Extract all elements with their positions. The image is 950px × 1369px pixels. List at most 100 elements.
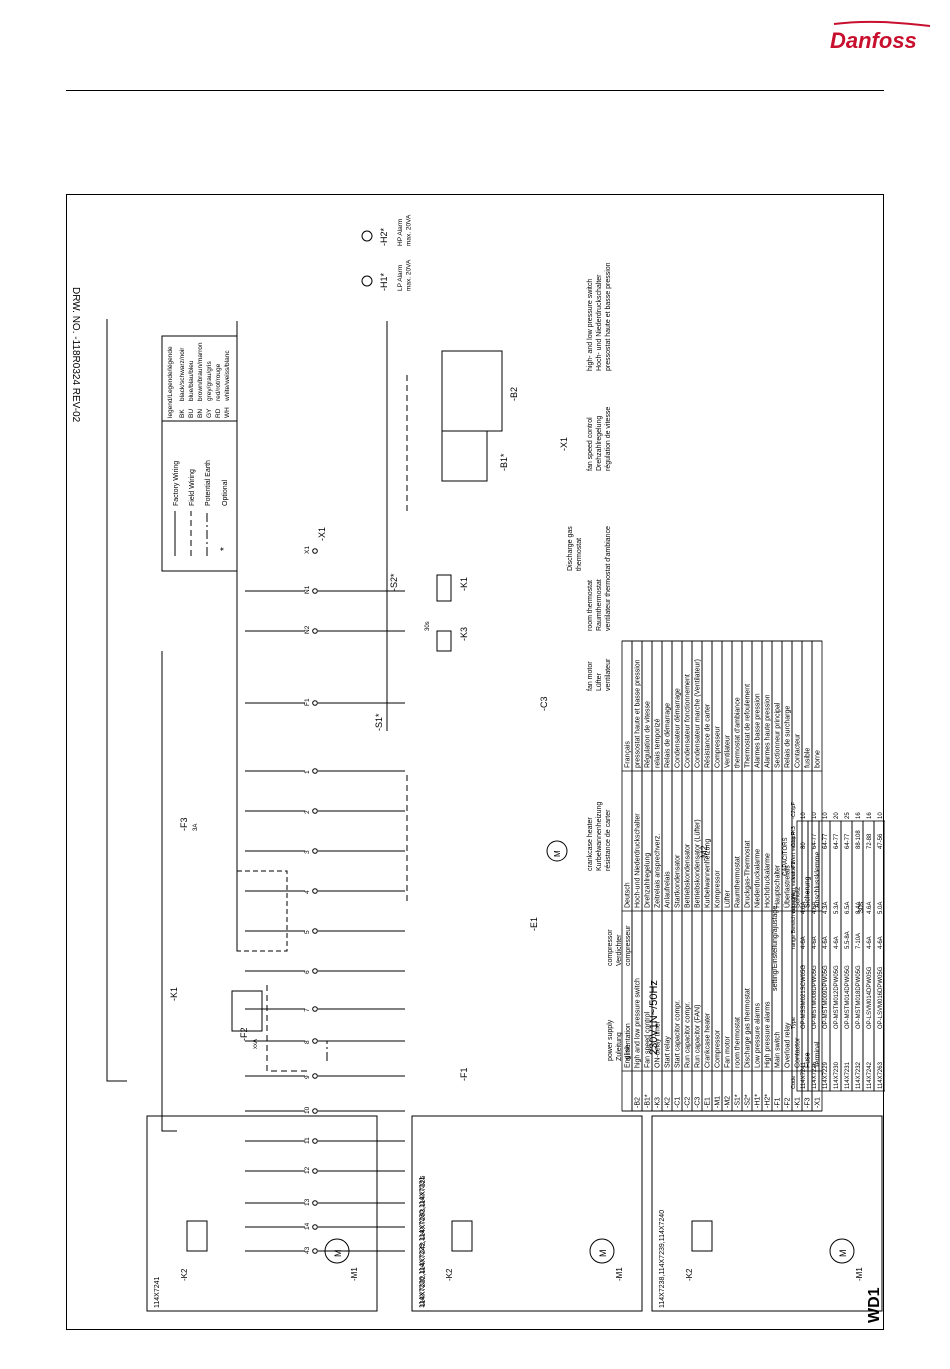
component-cell: High pressure alarms [765,1001,772,1068]
component-cell: -B2 [635,1097,642,1108]
fan-motor-label: -M2 [699,846,709,862]
terminal-label-2: 2 [304,810,311,814]
component-cell: -F1 [775,1097,782,1108]
fuse-rating: 3A [193,824,199,831]
terminal-label-7: 7 [304,1008,311,1012]
lp-alarm-lamp [361,275,373,287]
settings-row [873,820,885,1092]
component-cell: borne [815,750,822,768]
settings-cell: 47-56 [878,833,884,849]
terminal-X1-7 [312,1006,318,1012]
component-cell: high and low pressure switch [635,978,642,1068]
terminal-X1-13 [312,1200,318,1206]
fan-speed-text: régulation de vitesse [605,407,612,471]
component-cell: Zeitrelais ansprechverz. [655,834,662,908]
terminal-label-43: 43 [304,1246,311,1254]
page-code: WD1 [866,1287,883,1323]
variant-box-b [411,1115,643,1312]
pressure-switch-text: high- and low pressure switch [587,279,594,371]
component-cell: -K3 [655,1097,662,1108]
component-cell: Relais de surcharge [785,706,792,768]
component-cell: Betriebskondensator [685,843,692,908]
contactor-label: -K1 [169,987,179,1001]
settings-cell: OP-MSTM018DPW05G [856,965,862,1029]
component-cell: -X1 [815,1097,822,1108]
component-cell: Start relay [665,1036,672,1068]
crankcase-heater-label: -E1 [529,917,539,931]
settings-header: value Wert valeur -K3 [791,826,797,879]
color-description: black/schwarz/noir [179,347,186,401]
component-cell: Alarmes basse pression [755,693,762,768]
terminal-X1-2 [312,808,318,814]
terminal-label-1: 1 [304,770,311,774]
capacitors-label: CAPACITORS [783,838,789,876]
terminal-X1-4 [312,888,318,894]
compressor-text: compressor [607,929,614,966]
crankcase-text: crankcase heater [587,817,594,871]
settings-cell: 4-6A [801,936,807,949]
component-cell: Overload relay [785,1022,792,1068]
terminal-label-14: 14 [304,1222,311,1230]
component-cell: -H1* [755,1094,762,1108]
component-cell: Alarmes haute pression [765,694,772,768]
start-relay-coil-c [691,1220,713,1252]
component-cell: Drehzahlregelung [645,853,652,908]
terminal-label-12: 12 [304,1166,311,1174]
component-cell: ON-delay timer [655,1020,662,1068]
room-thermostat-text: room thermostat [587,580,594,631]
terminal-label-F1: F1 [304,698,311,706]
component-cell: Terminal [815,1041,822,1068]
crankcase-text: résistance de carter [605,809,612,871]
component-cell: Schutz [795,886,802,908]
terminal-label-4: 4 [304,890,311,894]
fan-motor-M: M [553,850,562,857]
pressure-switch-text: pressostat haute et basse pression [605,262,612,371]
settings-cell: 10 [812,812,818,819]
component-cell: Ventilateur [725,734,732,768]
terminal-X1-N1 [312,588,318,594]
settings-header: Type [791,1017,797,1029]
component-cell: Fan speed control [645,1012,652,1068]
component-cell: -B1* [645,1094,652,1108]
settings-cell: 64-77 [823,833,829,849]
color-description: red/rot/rouge [215,363,222,401]
component-cell: Start capacitor compr. [675,1000,682,1068]
settings-row [862,820,875,1092]
drawing-number: DRW. NO. -118R0324 REV-02 [70,287,81,423]
settings-cell: 114X7230 [834,1061,840,1089]
terminal-X1-9 [312,1073,318,1079]
variant-label-b: 114X7226,114X7229,114X7230,114X7231 [419,1176,426,1308]
settings-cell: OP-MSTM012DPW05G [834,965,840,1029]
component-cell: Contacteur [795,733,802,768]
settings-header: range Bereich domaine [791,892,797,949]
settings-cell: 5.3A [834,902,840,914]
component-cell: Relais de démarrage [665,703,672,768]
main-switch-label: -F1 [459,1068,469,1082]
settings-row [829,820,842,1092]
component-cell: fusible [805,748,812,768]
settings-cell: 7-10A [856,933,862,949]
settings-cell: 16 [867,812,873,819]
settings-cell: 114X7232 [856,1061,862,1089]
settings-cell: 4.6A [867,902,873,914]
settings-cell: 88-108 [856,830,862,849]
settings-table: setting/Einstellung/ajustageCAPACITORSCo… [772,801,885,1092]
settings-cell: 72-88 [867,833,873,849]
component-cell: Low pressure alarms [755,1003,762,1068]
fan-motor-text: Lüfter [596,672,603,691]
color-code: WH [224,407,231,418]
terminal-label-8: 8 [304,1040,311,1044]
terminal-X1-11 [312,1138,318,1144]
settings-cell: 4.6A [801,902,807,914]
settings-cell: 25 [845,812,851,819]
hp-alarm-lamp [361,230,373,242]
settings-header: value Wert valeur -F2 [791,862,797,914]
color-legend-title: legend/Legende/légende [167,346,174,418]
settings-title: setting/Einstellung/ajustage [772,906,779,991]
bus-wire [161,651,177,1132]
terminal-X1-10 [312,1108,318,1114]
component-cell: Hoch-und Niederdruckschalter [635,813,642,908]
contactor-coil-K1 [436,574,452,602]
compressor-text: compresseur [625,925,632,966]
